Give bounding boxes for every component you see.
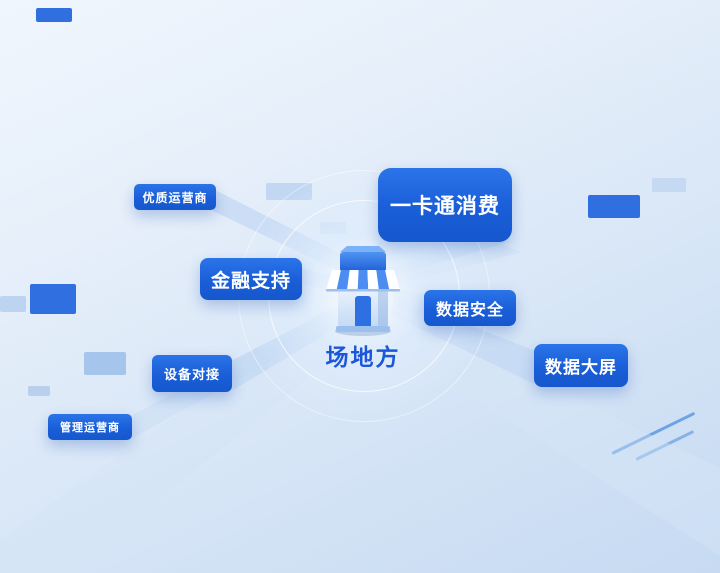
deco-rect <box>28 386 50 396</box>
deco-rect <box>652 178 686 192</box>
node-finance-support[interactable]: 金融支持 <box>200 258 302 300</box>
deco-rect <box>30 284 76 314</box>
node-premium-operator[interactable]: 优质运营商 <box>134 184 216 210</box>
center-node: 场地方 <box>303 244 423 372</box>
deco-rect <box>84 352 126 375</box>
center-label: 场地方 <box>325 344 401 370</box>
node-onecard-consume[interactable]: 一卡通消费 <box>378 168 512 242</box>
storefront-icon <box>326 246 400 336</box>
node-data-security[interactable]: 数据安全 <box>424 290 516 326</box>
deco-rect <box>0 296 26 312</box>
deco-rect <box>36 8 72 22</box>
node-management-operator[interactable]: 管理运营商 <box>48 414 132 440</box>
node-data-dashboard[interactable]: 数据大屏 <box>534 344 628 387</box>
node-device-docking[interactable]: 设备对接 <box>152 355 232 392</box>
deco-rect <box>588 195 640 218</box>
